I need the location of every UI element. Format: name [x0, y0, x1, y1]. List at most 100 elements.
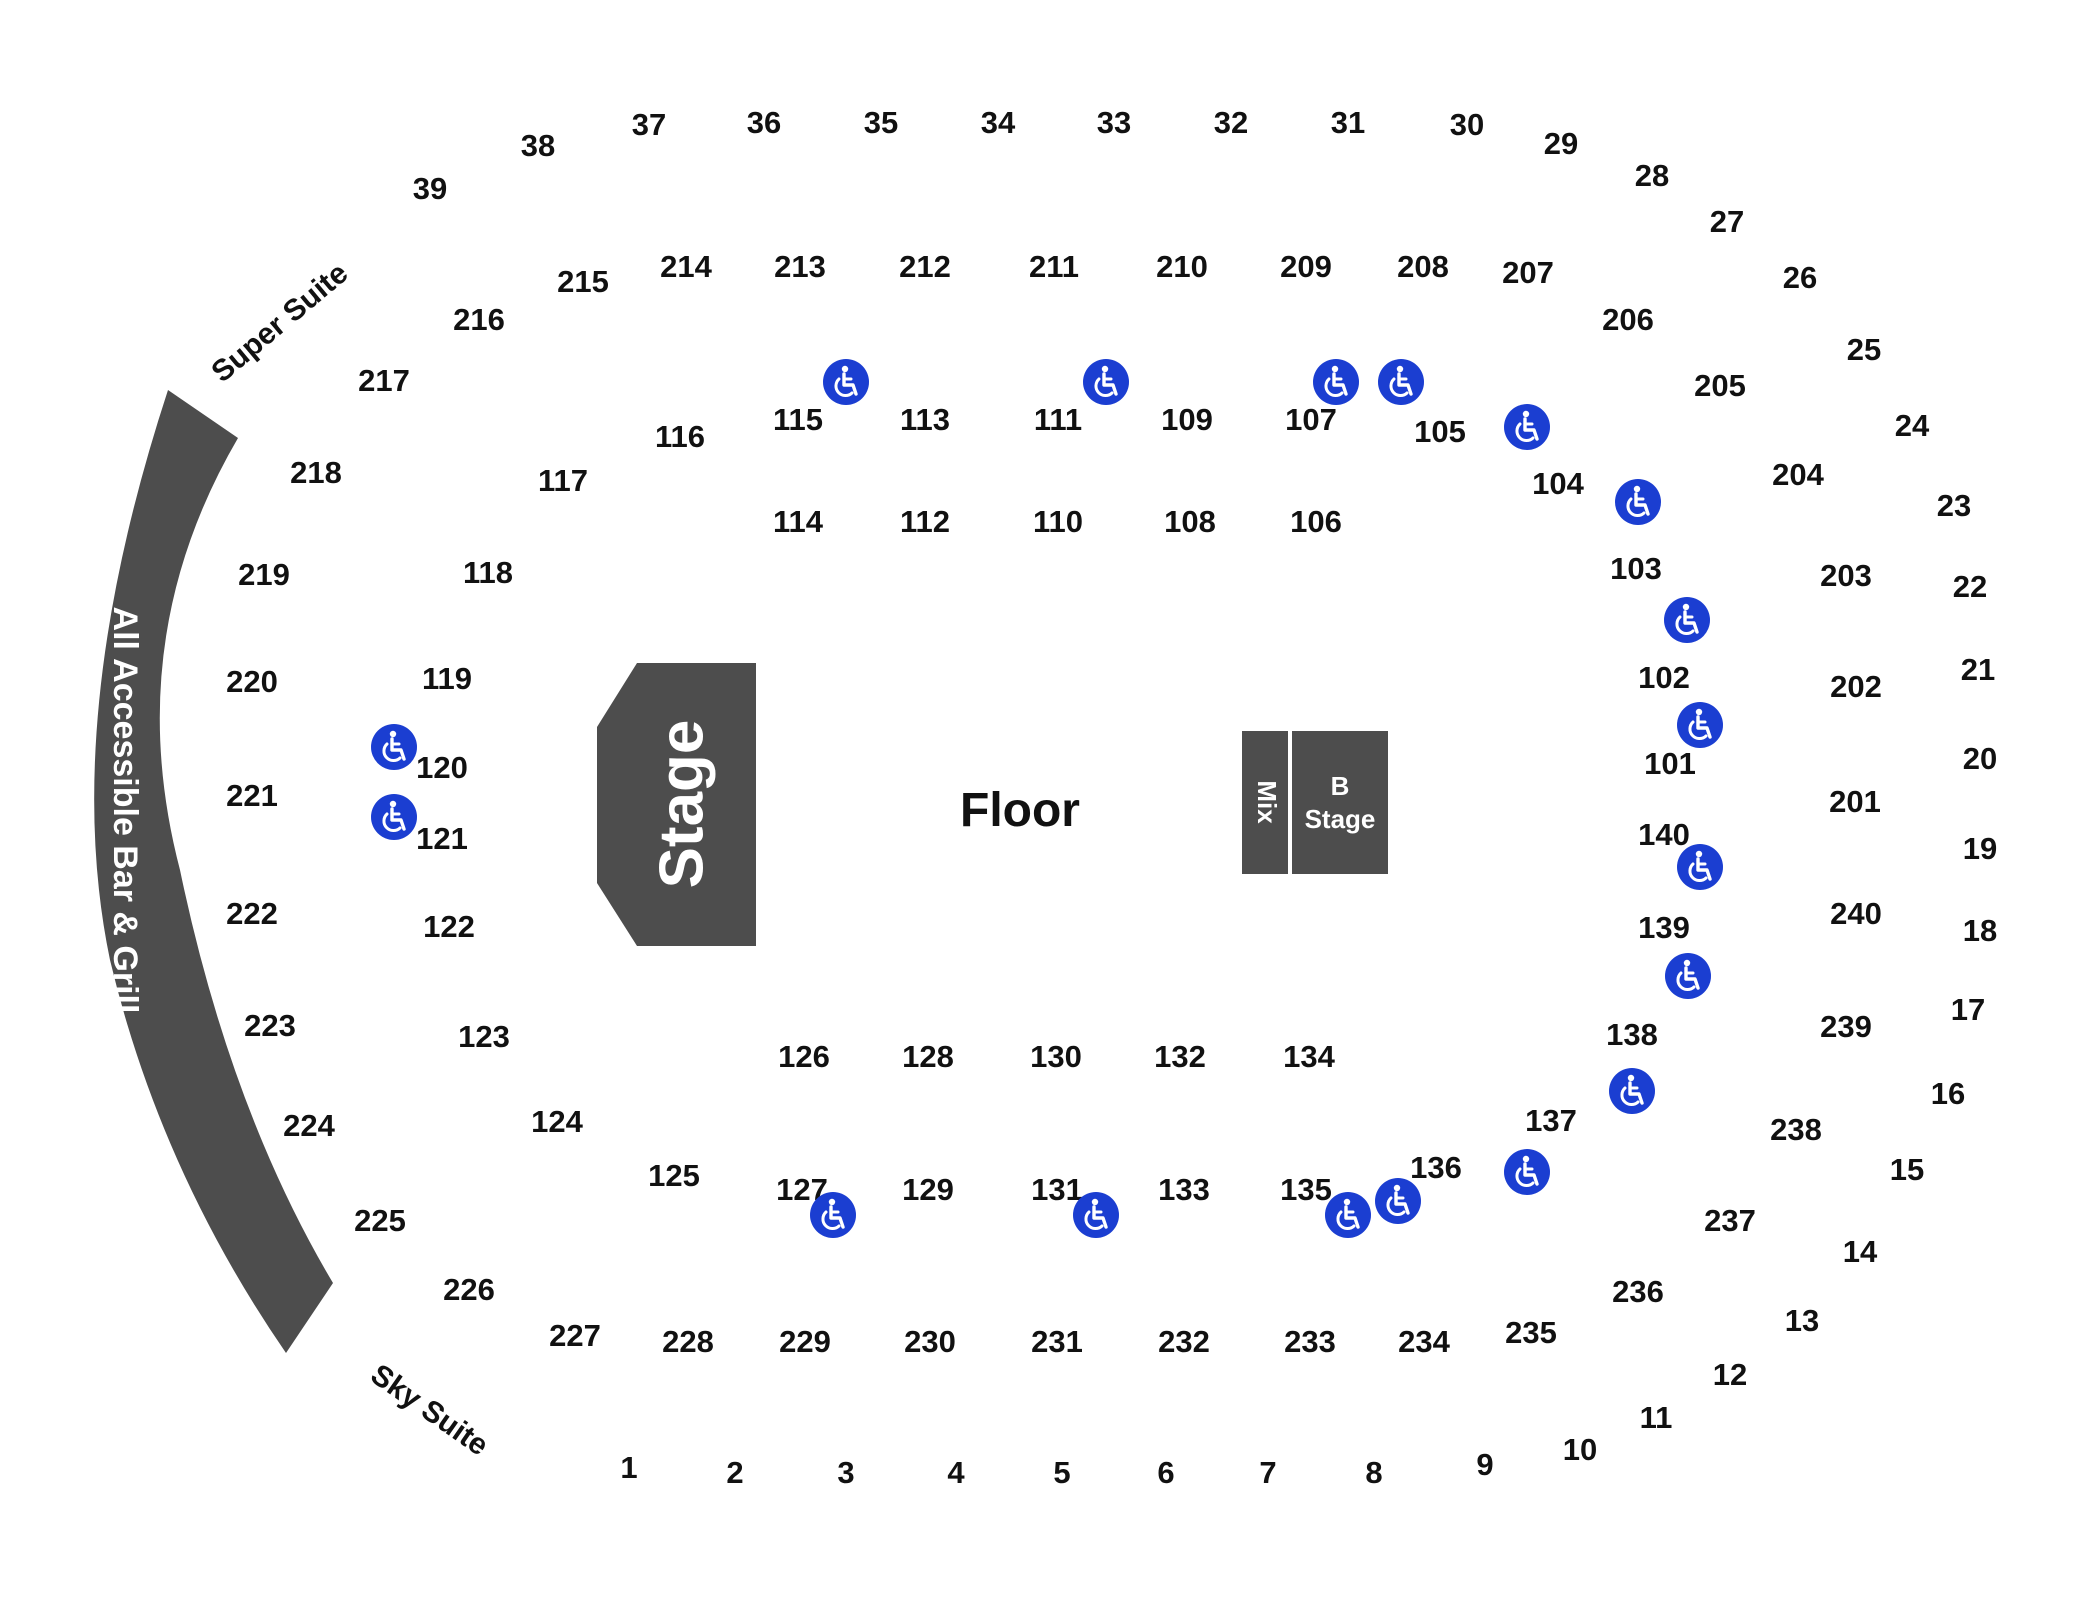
section-label[interactable]: 18	[1963, 913, 1997, 948]
section-label[interactable]: 20	[1963, 741, 1997, 776]
section-label[interactable]: 113	[900, 402, 950, 437]
section-label[interactable]: 229	[779, 1324, 831, 1359]
super-suite-label[interactable]: Super Suite	[205, 257, 354, 389]
section-label[interactable]: 119	[422, 661, 472, 696]
section-label[interactable]: 238	[1770, 1112, 1822, 1147]
section-label[interactable]: 124	[531, 1104, 583, 1139]
section-label[interactable]: 228	[662, 1324, 714, 1359]
section-label[interactable]: 114	[773, 504, 824, 539]
section-label[interactable]: 220	[226, 664, 278, 699]
section-label[interactable]: 29	[1544, 126, 1578, 161]
section-label[interactable]: 135	[1280, 1172, 1332, 1207]
section-label[interactable]: 116	[655, 419, 705, 454]
section-label[interactable]: 210	[1156, 249, 1208, 284]
section-label[interactable]: 8	[1365, 1455, 1382, 1490]
section-label[interactable]: 1	[620, 1450, 637, 1485]
section-label[interactable]: 2	[726, 1455, 743, 1490]
section-label[interactable]: 11	[1640, 1400, 1673, 1435]
section-label[interactable]: 206	[1602, 302, 1654, 337]
section-label[interactable]: 6	[1157, 1455, 1174, 1490]
section-label[interactable]: 123	[458, 1019, 510, 1054]
section-label[interactable]: 23	[1937, 488, 1971, 523]
section-label[interactable]: 126	[778, 1039, 830, 1074]
section-label[interactable]: 138	[1606, 1017, 1658, 1052]
section-label[interactable]: 217	[358, 363, 410, 398]
section-label[interactable]: 115	[773, 402, 823, 437]
section-label[interactable]: 240	[1830, 896, 1882, 931]
section-label[interactable]: 4	[947, 1455, 965, 1490]
section-label[interactable]: 231	[1031, 1324, 1083, 1359]
section-label[interactable]: 105	[1414, 414, 1466, 449]
section-label[interactable]: 224	[283, 1108, 335, 1143]
section-label[interactable]: 24	[1895, 408, 1930, 443]
section-label[interactable]: 134	[1283, 1039, 1335, 1074]
section-label[interactable]: 236	[1612, 1274, 1664, 1309]
section-label[interactable]: 102	[1638, 660, 1690, 695]
section-label[interactable]: 104	[1532, 466, 1584, 501]
section-label[interactable]: 31	[1331, 105, 1365, 140]
section-label[interactable]: 108	[1164, 504, 1216, 539]
section-label[interactable]: 137	[1525, 1103, 1577, 1138]
section-label[interactable]: 122	[423, 909, 475, 944]
section-label[interactable]: 117	[538, 463, 588, 498]
section-label[interactable]: 101	[1644, 746, 1696, 781]
section-label[interactable]: 232	[1158, 1324, 1210, 1359]
section-label[interactable]: 19	[1963, 831, 1997, 866]
section-label[interactable]: 221	[226, 778, 278, 813]
section-label[interactable]: 34	[981, 105, 1016, 140]
section-label[interactable]: 121	[416, 821, 468, 856]
section-label[interactable]: 12	[1713, 1357, 1747, 1392]
section-label[interactable]: 125	[648, 1158, 700, 1193]
section-label[interactable]: 32	[1214, 105, 1248, 140]
section-label[interactable]: 7	[1259, 1455, 1276, 1490]
section-label[interactable]: 14	[1843, 1234, 1878, 1269]
section-label[interactable]: 225	[354, 1203, 406, 1238]
section-label[interactable]: 38	[521, 128, 555, 163]
section-label[interactable]: 203	[1820, 558, 1872, 593]
section-label[interactable]: 5	[1053, 1455, 1070, 1490]
section-label[interactable]: 33	[1097, 105, 1131, 140]
section-label[interactable]: 132	[1154, 1039, 1206, 1074]
section-label[interactable]: 223	[244, 1008, 296, 1043]
section-label[interactable]: 216	[453, 302, 505, 337]
section-label[interactable]: 237	[1704, 1203, 1756, 1238]
section-label[interactable]: 27	[1710, 204, 1744, 239]
section-label[interactable]: 128	[902, 1039, 954, 1074]
section-label[interactable]: 218	[290, 455, 342, 490]
section-label[interactable]: 28	[1635, 158, 1669, 193]
section-label[interactable]: 226	[443, 1272, 495, 1307]
section-label[interactable]: 139	[1638, 910, 1690, 945]
section-label[interactable]: 39	[413, 171, 447, 206]
section-label[interactable]: 209	[1280, 249, 1332, 284]
section-label[interactable]: 9	[1476, 1447, 1493, 1482]
section-label[interactable]: 118	[463, 555, 513, 590]
section-label[interactable]: 30	[1450, 107, 1484, 142]
section-label[interactable]: 136	[1410, 1150, 1462, 1185]
section-label[interactable]: 222	[226, 896, 278, 931]
section-label[interactable]: 234	[1398, 1324, 1450, 1359]
section-label[interactable]: 15	[1890, 1152, 1924, 1187]
section-label[interactable]: 130	[1030, 1039, 1082, 1074]
section-label[interactable]: 219	[238, 557, 290, 592]
section-label[interactable]: 239	[1820, 1009, 1872, 1044]
section-label[interactable]: 131	[1031, 1172, 1083, 1207]
section-label[interactable]: 26	[1783, 260, 1817, 295]
section-label[interactable]: 22	[1953, 569, 1987, 604]
section-label[interactable]: 36	[747, 105, 781, 140]
section-label[interactable]: 202	[1830, 669, 1882, 704]
section-label[interactable]: 212	[899, 249, 951, 284]
section-label[interactable]: 13	[1785, 1303, 1819, 1338]
section-label[interactable]: 208	[1397, 249, 1449, 284]
section-label[interactable]: 103	[1610, 551, 1662, 586]
section-label[interactable]: 21	[1961, 652, 1995, 687]
section-label[interactable]: 110	[1033, 504, 1083, 539]
section-label[interactable]: 107	[1285, 402, 1337, 437]
sky-suite-label[interactable]: Sky Suite	[365, 1358, 495, 1463]
section-label[interactable]: 133	[1158, 1172, 1210, 1207]
section-label[interactable]: 10	[1563, 1432, 1597, 1467]
section-label[interactable]: 214	[660, 249, 712, 284]
section-label[interactable]: 25	[1847, 332, 1881, 367]
section-label[interactable]: 35	[864, 105, 898, 140]
section-label[interactable]: 140	[1638, 817, 1690, 852]
section-label[interactable]: 16	[1931, 1076, 1965, 1111]
